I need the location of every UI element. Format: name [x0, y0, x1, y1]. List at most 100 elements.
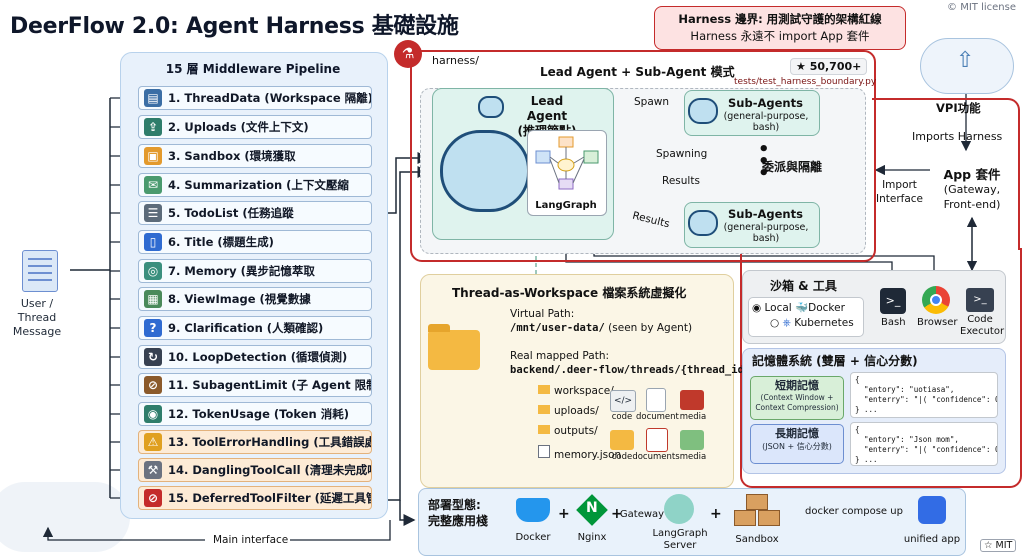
middleware-item: ▯ 6. Title (標題生成): [138, 230, 372, 254]
page-title: DeerFlow 2.0: Agent Harness 基礎設施: [10, 14, 459, 39]
long-term-memory: 長期記憶 (JSON + 信心分數): [750, 424, 844, 464]
main-interface-label: Main interface: [213, 534, 289, 546]
real-path-label: Real mapped Path:: [510, 350, 610, 362]
sub-desc-line: bash): [752, 233, 780, 244]
document-icon: [646, 388, 666, 412]
langgraph-label: LangGraph: [535, 200, 597, 211]
sandbox-title: 沙箱 & 工具: [770, 279, 837, 293]
middleware-label: 3. Sandbox (環境獲取: [168, 149, 296, 163]
upload-icon: ⇪: [144, 118, 162, 136]
middleware-label: 11. SubagentLimit (子 Agent 限制): [168, 378, 372, 392]
image-icon: [680, 430, 704, 450]
docker-label: Docker: [515, 532, 551, 543]
middleware-title: 15 層 Middleware Pipeline: [165, 62, 341, 76]
cloud-icon: [920, 38, 1014, 94]
sub-agents-bottom-desc: (general-purpose, bash): [718, 222, 814, 244]
pdf-icon: [646, 428, 668, 452]
tree-label: outputs/: [554, 425, 598, 437]
unified-app-label: unified app: [903, 534, 961, 545]
stars-badge: ★ 50,700+: [790, 58, 868, 75]
radio-local-label: Local: [764, 302, 792, 314]
middleware-item: ⚠13. ToolErrorHandling (工具錯誤處理): [138, 430, 372, 454]
code-exec-line: Code: [967, 314, 993, 325]
virtual-path-label: Virtual Path:: [510, 308, 575, 320]
document-icon: ▯: [144, 233, 162, 251]
checklist-icon: ☰: [144, 204, 162, 222]
sandbox-deploy-label: Sandbox: [735, 534, 779, 545]
sub-agents-top-desc: (general-purpose, bash): [718, 111, 814, 133]
code-executor-label: Code Executor: [960, 314, 1004, 338]
interface-label: Interface: [876, 193, 924, 205]
sub-agents-bottom-title: Sub-Agents: [728, 207, 803, 221]
bash-label: Bash: [881, 317, 906, 328]
langgraph-card: [527, 130, 607, 216]
icon-label: document: [636, 412, 679, 422]
tree-label: memory.json: [554, 449, 622, 461]
middleware-label: 14. DanglingToolCall (清理未完成呼叫: [168, 463, 372, 477]
short-term-memory: 短期記憶 (Context Window + Context Compressi…: [750, 376, 844, 420]
folder-icon: [428, 324, 480, 370]
media-icon: [680, 390, 704, 410]
sub-desc-line: (general-purpose,: [723, 222, 809, 233]
harness-boundary-extension: [872, 98, 1020, 250]
import-label: Import: [882, 179, 917, 191]
browser-icon: [922, 286, 950, 314]
upload-arrow-icon: ⇧: [956, 48, 975, 73]
middleware-label: 6. Title (標題生成): [168, 235, 274, 249]
nginx-label: Nginx: [577, 532, 607, 543]
icon-label: media: [679, 412, 707, 422]
flask-icon: ⚗: [394, 40, 422, 68]
browser-label: Browser: [917, 317, 958, 328]
results-label: Results: [662, 175, 700, 187]
deploy-panel: [418, 488, 966, 556]
sandbox-mode-panel: [748, 297, 864, 337]
long-term-desc: (JSON + 信心分數): [762, 442, 832, 451]
docker-icon: [516, 498, 550, 522]
icon-label: code: [611, 412, 633, 422]
middleware-item: ◉12. TokenUsage (Token 消耗): [138, 402, 372, 426]
memory-title: 記憶體系統 (雙層 + 信心分數): [752, 354, 918, 368]
chat-icon: ✉: [144, 176, 162, 194]
radio-kubernetes[interactable]: ○ ⎈ Kubernetes: [770, 317, 854, 329]
middleware-item: ▣ 3. Sandbox (環境獲取: [138, 144, 372, 168]
terminal-icon: >_: [966, 288, 994, 312]
imports-label: Imports Harness: [912, 130, 1003, 143]
long-term-json: { "entory": "Json mom", "enterry": "|( "…: [850, 422, 998, 466]
middleware-label: 15. DeferredToolFilter (延遲工具管理): [168, 491, 372, 505]
middleware-item: ⊘11. SubagentLimit (子 Agent 限制): [138, 373, 372, 397]
sub-agents-top-title: Sub-Agents: [728, 96, 803, 110]
long-term-title: 長期記憶: [775, 427, 819, 440]
coins-icon: ◉: [144, 405, 162, 423]
short-term-title: 短期記憶: [775, 379, 819, 392]
brain-small-icon: [478, 96, 504, 118]
middleware-item: ⊘15. DeferredToolFilter (延遲工具管理): [138, 486, 372, 510]
plus-sign: +: [558, 506, 570, 522]
langgraph-icon: [664, 494, 694, 524]
virtual-path: Virtual Path: /mnt/user-data/ (seen by A…: [510, 307, 692, 335]
middleware-label: 1. ThreadData (Workspace 隔離): [168, 91, 372, 105]
tree-workspace: workspace/: [538, 385, 614, 397]
radio-local[interactable]: ◉ Local 🐳Docker: [752, 302, 845, 314]
more-dots: •••: [758, 139, 770, 184]
icon-label: documents: [632, 452, 680, 462]
sub-desc-line: (general-purpose,: [723, 111, 809, 122]
gateway-label: Gateway: [619, 509, 665, 520]
app-desc: Front-end): [943, 198, 1001, 211]
message-icon: [22, 250, 58, 292]
middleware-item: ✉4. Summarization (上下文壓縮: [138, 173, 372, 197]
spawn-label: Spawn: [634, 96, 670, 108]
user-message-label: User / Thread Message: [12, 297, 62, 338]
middleware-label: 13. ToolErrorHandling (工具錯誤處理): [168, 435, 372, 449]
lead-section-title: Lead Agent + Sub-Agent 模式: [540, 65, 735, 79]
virtual-path-suffix: (seen by Agent): [608, 322, 693, 334]
tree-uploads: uploads/: [538, 405, 599, 417]
code-icon: </>: [610, 390, 636, 412]
middleware-item: ⇪2. Uploads (文件上下文): [138, 115, 372, 139]
spawning-label: Spawning: [656, 148, 708, 160]
middleware-item: ▤1. ThreadData (Workspace 隔離): [138, 86, 372, 110]
middleware-label: 8. ViewImage (視覺數據: [168, 292, 311, 306]
plus-sign: +: [710, 506, 722, 522]
box-icon: ▣: [144, 147, 162, 165]
tree-label: workspace/: [554, 385, 614, 397]
middleware-item: ?9. Clarification (人類確認): [138, 316, 372, 340]
